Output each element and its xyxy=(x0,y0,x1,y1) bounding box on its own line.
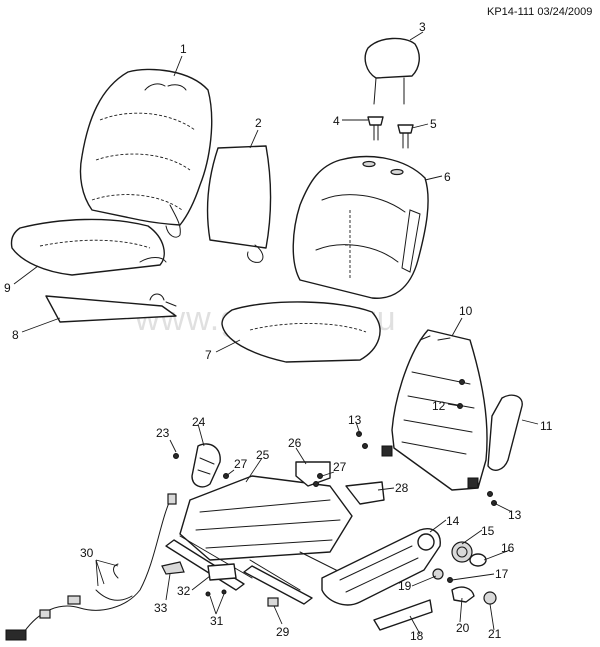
callout-26: 26 xyxy=(288,436,302,450)
part-14-side-shield xyxy=(321,528,441,606)
callout-21: 21 xyxy=(488,627,502,641)
part-21-cap xyxy=(483,591,497,605)
callout-3: 3 xyxy=(419,20,426,34)
callout-17: 17 xyxy=(495,567,509,581)
callout-20: 20 xyxy=(456,621,470,635)
part-16-cap xyxy=(469,553,487,567)
part-26-bracket xyxy=(295,461,331,487)
callout-27-right: 27 xyxy=(333,460,347,474)
callout-10: 10 xyxy=(459,304,473,318)
part-27-screw-right xyxy=(317,473,323,479)
callout-7: 7 xyxy=(205,348,212,362)
part-19-clip xyxy=(432,568,444,580)
callout-6: 6 xyxy=(444,170,451,184)
callout-labels: 1 2 3 4 5 6 7 8 9 10 11 12 13 13 14 15 1… xyxy=(4,20,553,643)
part-10-seatback-frame xyxy=(381,329,488,491)
part-1-seatback-cover xyxy=(79,68,213,238)
callout-9: 9 xyxy=(4,281,11,295)
part-30-wiring-harness xyxy=(5,493,177,641)
callout-25: 25 xyxy=(256,448,270,462)
part-29-clip xyxy=(267,597,279,607)
callout-27-left: 27 xyxy=(234,457,248,471)
part-31-screws xyxy=(205,589,227,597)
callout-11: 11 xyxy=(540,419,553,433)
callout-32: 32 xyxy=(177,584,191,598)
part-33-rail-cover xyxy=(161,561,185,575)
callout-24: 24 xyxy=(192,415,206,429)
part-4-headrest-guide xyxy=(367,116,384,141)
callout-23: 23 xyxy=(156,426,170,440)
part-13-bolt-upper xyxy=(356,431,368,449)
callout-1: 1 xyxy=(180,42,187,56)
callout-15: 15 xyxy=(481,524,495,538)
callout-31: 31 xyxy=(210,614,224,628)
callout-33: 33 xyxy=(154,601,168,615)
part-23-buckle-bolt xyxy=(173,453,179,459)
part-6-seatback-trim xyxy=(292,155,429,299)
callout-16: 16 xyxy=(501,541,515,555)
part-8-cushion-pan xyxy=(45,293,177,323)
callout-29: 29 xyxy=(276,625,290,639)
callout-5: 5 xyxy=(430,117,437,131)
part-28-bracket xyxy=(345,481,385,505)
part-7-cushion-pad xyxy=(221,301,381,363)
callout-13-lower: 13 xyxy=(508,508,522,522)
part-5-headrest-guide xyxy=(397,124,414,149)
callout-12: 12 xyxy=(432,399,446,413)
callout-4: 4 xyxy=(333,114,340,128)
part-15-knob xyxy=(451,541,473,563)
callout-8: 8 xyxy=(12,328,19,342)
leader-lines xyxy=(13,31,539,635)
callout-14: 14 xyxy=(446,514,460,528)
callout-2: 2 xyxy=(255,116,262,130)
part-11-side-trim xyxy=(487,394,523,471)
part-2-seatback-pad xyxy=(206,145,272,263)
callout-28: 28 xyxy=(395,481,409,495)
callout-18: 18 xyxy=(410,629,424,643)
part-20-handle xyxy=(451,586,475,603)
callout-30: 30 xyxy=(80,546,94,560)
diagram-code-label: KP14-111 03/24/2009 xyxy=(487,6,592,18)
part-18-lower-trim xyxy=(373,599,433,631)
part-24-belt-buckle xyxy=(191,443,221,488)
part-17-screw xyxy=(447,577,453,583)
part-9-cushion-cover xyxy=(10,218,167,276)
callout-13-upper: 13 xyxy=(348,413,362,427)
part-32-module xyxy=(207,563,237,581)
part-3-headrest xyxy=(364,37,420,105)
callout-19: 19 xyxy=(398,579,412,593)
